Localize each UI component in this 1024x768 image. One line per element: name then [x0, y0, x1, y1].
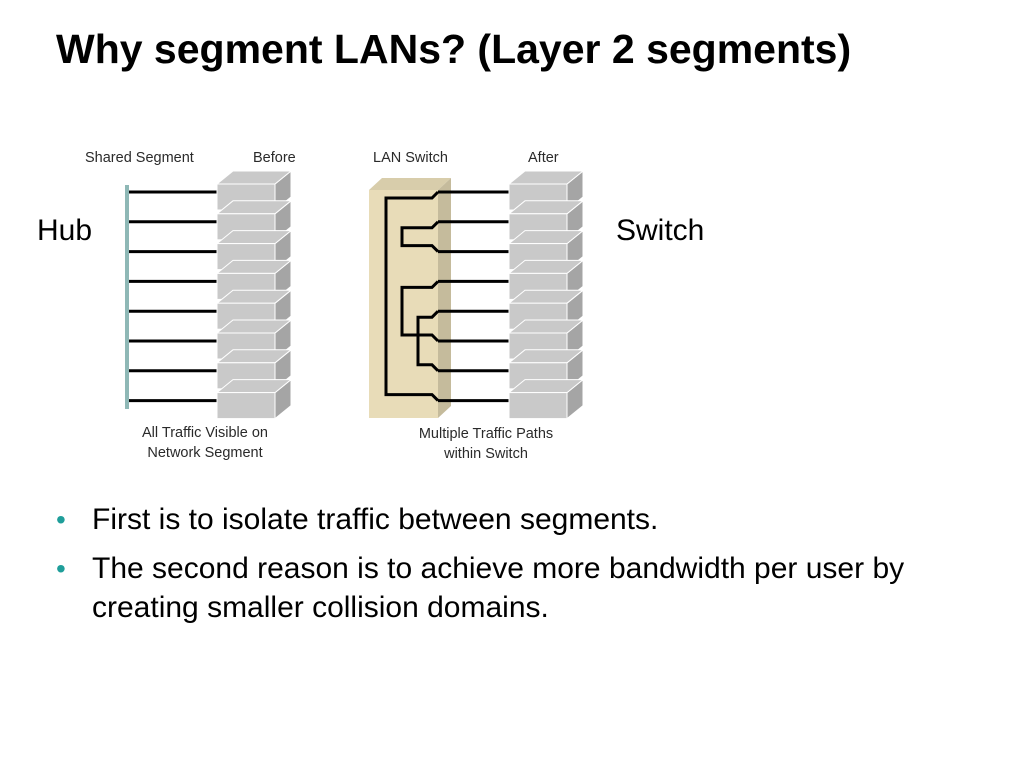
before-label: Before [253, 150, 296, 166]
bullet-text: The second reason is to achieve more ban… [92, 552, 905, 624]
shared-bus [125, 185, 129, 409]
switch-label: Switch [616, 214, 705, 247]
hub-caption-line-2: Network Segment [147, 445, 262, 461]
switch-host-stack [507, 169, 585, 420]
slide-title: Why segment LANs? (Layer 2 segments) [56, 26, 852, 72]
bullet-list: • First is to isolate traffic between se… [56, 500, 986, 637]
lan-switch-label: LAN Switch [373, 150, 448, 166]
bullet-dot-icon: • [56, 504, 66, 535]
bullet-dot-icon: • [56, 553, 66, 584]
switch-diagram: LAN Switch After Multiple Traffic Paths … [369, 150, 585, 462]
after-label: After [528, 150, 559, 166]
lan-switch-body [369, 178, 451, 418]
bullet-item: • First is to isolate traffic between se… [56, 500, 986, 539]
bullet-text: First is to isolate traffic between segm… [92, 503, 659, 536]
switch-internal-paths [384, 190, 512, 403]
hub-diagram: Shared Segment Before All Traffic Visibl… [85, 150, 296, 461]
host-box [507, 199, 585, 241]
segmentation-diagram: Shared Segment Before All Traffic Visibl… [85, 150, 585, 462]
switch-top-face [369, 178, 451, 190]
shared-segment-label: Shared Segment [85, 150, 194, 166]
switch-path [400, 220, 440, 253]
hub-host-stack [215, 169, 293, 420]
hub-label: Hub [37, 214, 93, 247]
switch-side-face [438, 178, 451, 418]
hub-wires [129, 190, 222, 403]
switch-caption-line-1: Multiple Traffic Paths [419, 426, 553, 442]
switch-path [416, 310, 440, 372]
switch-path [400, 280, 440, 343]
hub-caption-line-1: All Traffic Visible on [142, 425, 268, 441]
host-box [215, 378, 293, 420]
bullet-item: • The second reason is to achieve more b… [56, 549, 986, 627]
switch-caption-line-2: within Switch [443, 446, 528, 462]
switch-path [384, 190, 440, 402]
host-box [507, 378, 585, 420]
